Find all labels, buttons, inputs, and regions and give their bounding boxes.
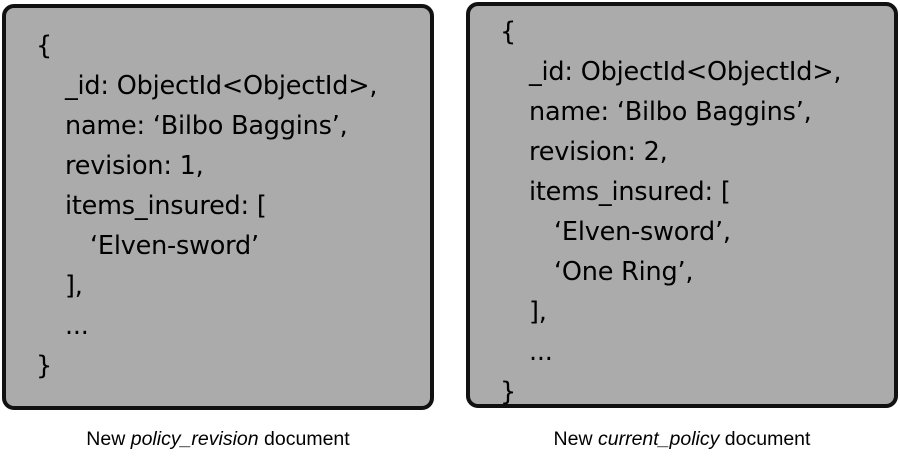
code-line: ‘Elven-sword’, <box>554 217 731 247</box>
code-line: _id: ObjectId<ObjectId>, <box>529 57 842 87</box>
code-line: ], <box>529 297 547 327</box>
code-line: revision: 2, <box>529 137 668 167</box>
code-line: } <box>500 377 517 407</box>
current-policy-code-block: { _id: ObjectId<ObjectId>, name: ‘Bilbo Ba… <box>470 12 894 412</box>
code-line: items_insured: [ <box>65 191 267 221</box>
code-line: ‘Elven-sword’ <box>90 231 259 261</box>
caption-prefix: New <box>553 428 598 450</box>
code-line: } <box>36 351 53 381</box>
code-line: { <box>500 17 517 47</box>
policy-revision-document-panel: { _id: ObjectId<ObjectId>, name: ‘Bilbo Ba… <box>2 4 434 410</box>
current-policy-caption: New current_policy document <box>466 424 898 454</box>
policy-revision-caption: New policy_revision document <box>2 424 434 454</box>
code-line: ... <box>529 337 553 367</box>
code-line: name: ‘Bilbo Baggins’, <box>529 97 812 127</box>
caption-collection-name: policy_revision <box>130 428 259 450</box>
code-line: _id: ObjectId<ObjectId>, <box>65 71 378 101</box>
code-line: { <box>36 31 53 61</box>
code-line: name: ‘Bilbo Baggins’, <box>65 111 348 141</box>
policy-revision-code-block: { _id: ObjectId<ObjectId>, name: ‘Bilbo Ba… <box>6 26 430 386</box>
caption-suffix: document <box>719 428 811 450</box>
code-line: revision: 1, <box>65 151 204 181</box>
code-line: ... <box>65 311 89 341</box>
caption-prefix: New <box>86 428 131 450</box>
caption-suffix: document <box>258 428 350 450</box>
code-line: ], <box>65 271 83 301</box>
current-policy-document-panel: { _id: ObjectId<ObjectId>, name: ‘Bilbo Ba… <box>466 2 898 408</box>
code-line: items_insured: [ <box>529 177 731 207</box>
caption-collection-name: current_policy <box>597 428 720 450</box>
code-line: ‘One Ring’, <box>554 257 694 287</box>
